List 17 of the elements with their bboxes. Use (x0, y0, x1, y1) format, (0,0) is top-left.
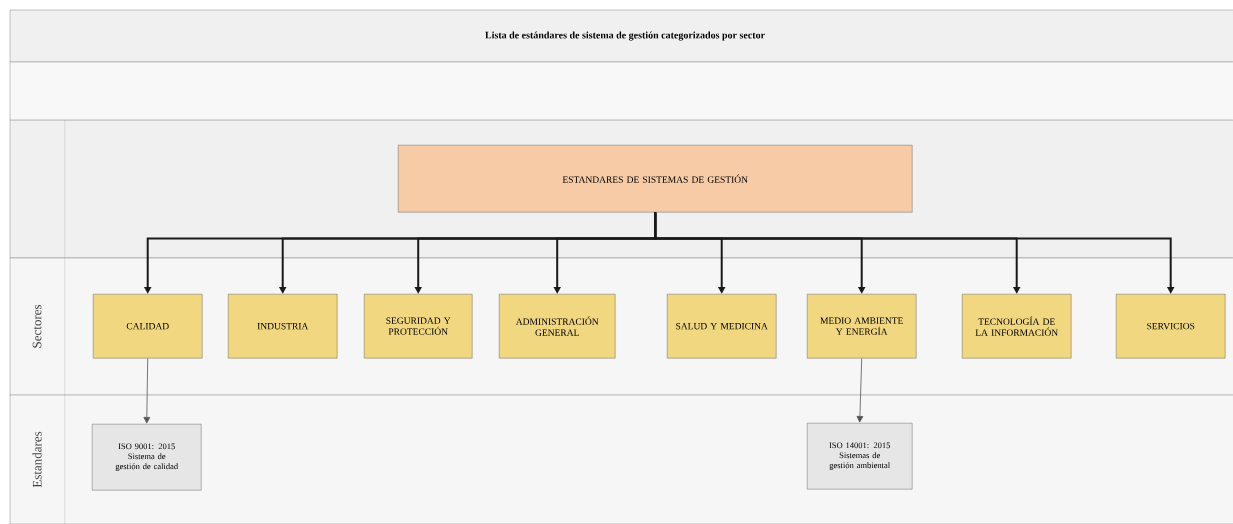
root-box: ESTANDARES DE SISTEMAS DE GESTIÓN (398, 145, 913, 213)
sector-box: MEDIO AMBIENTE Y ENERGÍA (807, 294, 917, 359)
sector-box: SALUD Y MEDICINA (667, 294, 777, 359)
standard-box: ISO 14001: 2015 Sistemas de gestión ambiental (807, 423, 913, 490)
sector-box: TECNOLOGÍA DE LA INFORMACIÓN (962, 294, 1072, 359)
sector-box: SEGURIDAD Y PROTECCIÓN (364, 294, 473, 359)
sector-box: CALIDAD (93, 294, 203, 359)
standard-box: ISO 9001: 2015 Sistema de gestión de calidad (92, 424, 202, 491)
lane-label: Estandares (32, 431, 42, 488)
arrow (856, 358, 864, 423)
arrow (143, 358, 151, 424)
empty-band (9, 61, 1233, 121)
sector-box: INDUSTRIA (228, 294, 338, 359)
sector-box: SERVICIOS (1116, 294, 1226, 359)
lane-label: Sectores (32, 304, 42, 348)
sector-box: ADMINISTRACIÓN GENERAL (499, 294, 616, 359)
title: Lista de estándares de sistema de gestión categorizados por sector (485, 31, 765, 41)
